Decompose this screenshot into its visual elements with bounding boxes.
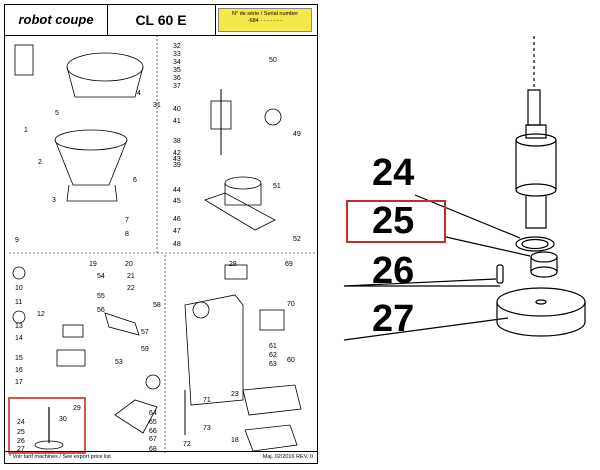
part-label: 7	[125, 217, 129, 224]
part-label: 65	[149, 419, 157, 426]
part-label: 11	[15, 299, 23, 306]
part-label: 4	[137, 90, 141, 97]
part-label: 37	[173, 83, 181, 90]
part-label: 68	[149, 446, 157, 453]
part-label: 48	[173, 241, 181, 248]
part-label: 3	[52, 197, 56, 204]
part-label: 18	[231, 437, 239, 444]
part-label: 38	[173, 138, 181, 145]
part-label: 67	[149, 436, 157, 443]
part-label: 15	[15, 355, 23, 362]
part-label: 73	[203, 425, 211, 432]
part-label: 6	[133, 177, 137, 184]
part-label: 57	[141, 329, 149, 336]
footer-note: * Voir tarif machines / See export price…	[9, 454, 111, 460]
part-label: 13	[15, 323, 23, 330]
part-label: 56	[97, 307, 105, 314]
part-label: 71	[203, 397, 211, 404]
part-label: 22	[127, 285, 135, 292]
part-label: 23	[231, 391, 239, 398]
part-label: 36	[173, 75, 181, 82]
part-label: 16	[15, 367, 23, 374]
part-label: 26	[17, 438, 25, 445]
part-label: 46	[173, 216, 181, 223]
part-label: 60	[287, 357, 295, 364]
part-label: 29	[73, 405, 81, 412]
part-label: 66	[149, 428, 157, 435]
part-label: 14	[15, 335, 23, 342]
part-label: 30	[59, 416, 67, 423]
exploded-view-drawing	[8, 35, 315, 454]
serial-label: N° de série / Serial number	[231, 11, 299, 17]
part-label: 43	[173, 156, 181, 163]
part-label: 20	[125, 261, 133, 268]
part-label: 32	[173, 43, 181, 50]
part-label: 39	[173, 162, 181, 169]
part-label: 49	[293, 131, 301, 138]
callout-label: 26	[372, 250, 415, 292]
part-label: 61	[269, 343, 277, 350]
sheet-header: robot coupe CL 60 E N° de série / Serial…	[5, 5, 317, 36]
part-label: 58	[153, 302, 161, 309]
part-label: 64	[149, 410, 157, 417]
part-label: 5	[55, 110, 59, 117]
part-label: 35	[173, 67, 181, 74]
part-label: 17	[15, 379, 23, 386]
callout-label: 24	[372, 152, 415, 194]
part-label: 54	[97, 273, 105, 280]
part-label: 62	[269, 352, 277, 359]
part-label: 41	[173, 118, 181, 125]
footer-ref: Maj. 02/2016 REV. 0	[262, 454, 313, 460]
part-label: 50	[269, 57, 277, 64]
serial-number-box: N° de série / Serial number -684 - - - -…	[218, 8, 312, 32]
part-label: 8	[125, 231, 129, 238]
part-label: 72	[183, 441, 191, 448]
model-title: CL 60 E	[107, 5, 216, 35]
part-label: 10	[15, 285, 23, 292]
callout-label: 27	[372, 298, 415, 340]
sheet-footer: * Voir tarif machines / See export price…	[5, 451, 317, 463]
part-label: 33	[173, 51, 181, 58]
part-label: 2	[38, 159, 42, 166]
part-label: 12	[37, 311, 45, 318]
part-label: 63	[269, 361, 277, 368]
part-label: 53	[115, 359, 123, 366]
serial-value: -684 - - - - - - -	[247, 18, 283, 24]
part-label: 9	[15, 237, 19, 244]
part-label: 28	[229, 261, 237, 268]
part-label: 47	[173, 228, 181, 235]
part-label: 45	[173, 198, 181, 205]
part-label: 21	[127, 273, 135, 280]
part-label: 69	[285, 261, 293, 268]
part-label: 27	[17, 446, 25, 453]
part-label: 42	[173, 150, 181, 157]
part-label: 24	[17, 419, 25, 426]
part-label: 52	[293, 236, 301, 243]
part-label: 55	[97, 293, 105, 300]
part-label: 59	[141, 346, 149, 353]
part-label: 31	[153, 102, 161, 109]
part-label: 1	[24, 127, 28, 134]
part-label: 19	[89, 261, 97, 268]
part-label: 44	[173, 187, 181, 194]
part-label: 34	[173, 59, 181, 66]
highlight-box-small	[8, 397, 86, 454]
callout-label-highlighted: 25	[372, 200, 415, 242]
part-label: 51	[273, 183, 281, 190]
part-label: 25	[17, 429, 25, 436]
part-label: 40	[173, 106, 181, 113]
parts-sheet: robot coupe CL 60 E N° de série / Serial…	[4, 4, 318, 464]
part-label: 70	[287, 301, 295, 308]
brand-logo: robot coupe	[5, 5, 108, 35]
